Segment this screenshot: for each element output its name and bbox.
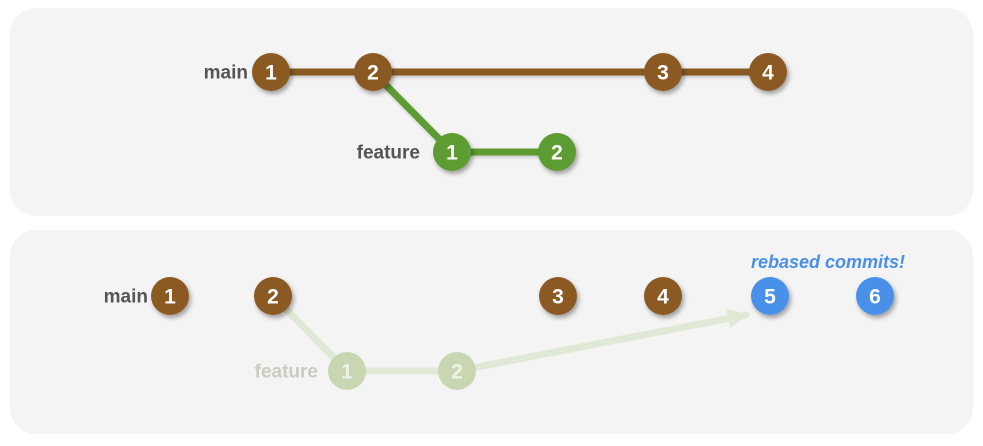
commit-number: 2 — [367, 62, 379, 85]
commit-circle — [751, 277, 789, 315]
commit-circle — [539, 277, 577, 315]
commit-number: 1 — [164, 286, 176, 309]
commit-circle — [856, 277, 894, 315]
main-branch-label: main — [204, 63, 248, 84]
commit-number: 5 — [764, 286, 776, 309]
commit-circle — [151, 277, 189, 315]
commit-circle — [252, 53, 290, 91]
commit-number: 4 — [762, 62, 774, 85]
main-branch-label: main — [104, 287, 148, 308]
commit-circle — [644, 277, 682, 315]
commit-number: 1 — [265, 62, 277, 85]
feature-branch-label: feature — [357, 143, 420, 164]
commit-number: 1 — [446, 142, 458, 165]
commit-main-2: 2 — [254, 277, 292, 315]
commit-main-4: 4 — [749, 53, 787, 91]
commit-main-3: 3 — [644, 53, 682, 91]
commit-circle — [644, 53, 682, 91]
commit-feature-1: 1 — [433, 133, 471, 171]
commit-number: 2 — [451, 361, 463, 384]
commit-rebased-6: 6 — [856, 277, 894, 315]
feature-branch-label-faded: feature — [255, 362, 318, 383]
commit-feature-2-faded: 2 — [438, 352, 476, 390]
commit-circle — [328, 352, 366, 390]
commit-main-4: 4 — [644, 277, 682, 315]
commit-circle — [254, 277, 292, 315]
commit-main-1: 1 — [252, 53, 290, 91]
commit-main-3: 3 — [539, 277, 577, 315]
commit-number: 2 — [267, 286, 279, 309]
commit-main-1: 1 — [151, 277, 189, 315]
before-rebase-panel: main feature 1 2 3 4 — [10, 8, 973, 216]
commit-number: 6 — [869, 286, 881, 309]
commit-circle — [433, 133, 471, 171]
after-rebase-svg: main feature rebased commits! 1 2 1 — [104, 252, 905, 390]
after-rebase-panel: main feature rebased commits! 1 2 1 — [10, 230, 973, 434]
commit-feature-2: 2 — [538, 133, 576, 171]
commit-number: 2 — [551, 142, 563, 165]
commit-circle — [749, 53, 787, 91]
commit-circle — [438, 352, 476, 390]
commit-circle — [354, 53, 392, 91]
commit-main-2: 2 — [354, 53, 392, 91]
commit-feature-1-faded: 1 — [328, 352, 366, 390]
commit-circle — [538, 133, 576, 171]
before-rebase-svg: main feature 1 2 3 4 — [204, 53, 787, 171]
commit-number: 4 — [657, 286, 669, 309]
commit-number: 1 — [341, 361, 353, 384]
commit-number: 3 — [657, 62, 669, 85]
rebased-commits-annotation: rebased commits! — [751, 252, 905, 272]
rebase-arrow — [269, 292, 750, 375]
commit-rebased-5: 5 — [751, 277, 789, 315]
commit-number: 3 — [552, 286, 564, 309]
